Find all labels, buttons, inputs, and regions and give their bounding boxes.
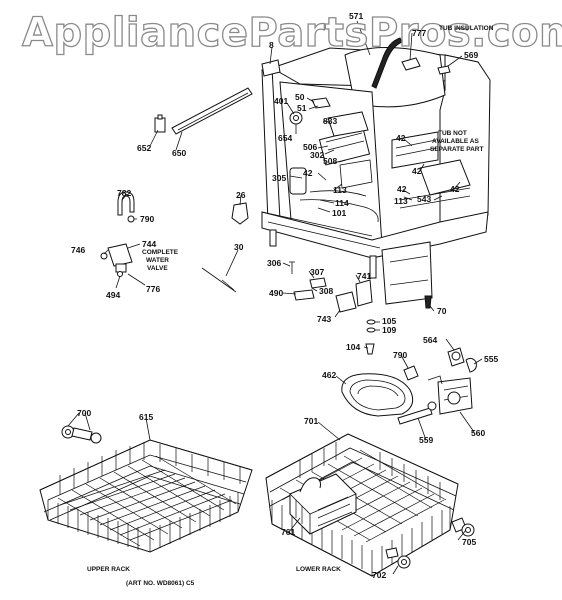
caption-art-no: (ART NO. WD8061) C5 [126,580,195,587]
caption-complete-water-valve-line1: COMPLETE [142,249,179,256]
part-label-26: 26 [236,190,246,200]
screw-70 [424,295,432,309]
silverware-basket-761 [289,473,357,535]
part-label-42d: 42 [397,184,407,194]
part-label-790b: 790 [393,350,407,360]
upper-rack [39,439,253,553]
part-label-8: 8 [269,40,274,50]
caption-complete-water-valve-line2: WATER [146,257,169,264]
caption-tub: TUB INSULATION [439,25,494,32]
part-label-302: 302 [310,150,324,160]
tub-assembly [261,37,491,305]
part-label-776: 776 [146,284,160,294]
part-numbers: 571 777 569 8 401 50 51 833 654 506 302 … [71,11,498,580]
part-label-508: 508 [323,156,337,166]
part-label-101: 101 [332,208,346,218]
roller-702 [385,547,411,569]
door-seal-strip [171,87,253,135]
part-label-30: 30 [234,242,244,252]
clip-652 [154,114,166,133]
part-label-743: 743 [317,314,331,324]
part-label-70: 70 [437,306,447,316]
part-label-50: 50 [295,92,305,102]
part-label-42b: 42 [412,166,422,176]
caption-tub-not-available-line2: AVAILABLE AS [432,138,479,145]
part-label-777: 777 [412,28,426,38]
part-label-305: 305 [272,173,286,183]
bracket-307 [309,277,327,289]
part-label-109: 109 [382,325,396,335]
part-label-833: 833 [323,116,337,126]
part-label-652: 652 [137,143,151,153]
part-label-494: 494 [106,290,120,300]
screw-306 [289,261,295,274]
nut-790-left [127,215,135,223]
bracket-490 [293,289,315,301]
part-label-790a: 790 [140,214,154,224]
part-label-308: 308 [319,286,333,296]
washer-105 [366,319,376,325]
part-label-741: 741 [357,271,371,281]
part-label-571: 571 [349,11,363,21]
rod-30 [201,267,237,293]
washer-109 [366,327,376,333]
part-label-42a: 42 [396,133,406,143]
caption-tub-not-available-line3: SEPARATE PART [430,146,483,153]
caption-tub-not-available-line1: TUB NOT [438,130,467,137]
part-label-555: 555 [484,354,498,364]
pump-assembly [341,347,477,425]
hose-782 [117,191,135,216]
module-743 [335,291,357,313]
caption-upper-rack: UPPER RACK [87,566,130,573]
part-label-761: 761 [281,527,295,537]
part-label-654: 654 [278,133,292,143]
part-label-744: 744 [142,239,156,249]
roller-700 [61,425,102,444]
part-label-42e: 42 [450,184,460,194]
part-label-113a: 113 [333,185,347,195]
part-label-104: 104 [346,342,360,352]
part-label-702: 702 [372,570,386,580]
part-label-650: 650 [172,148,186,158]
captions: TUB INSULATION TUB NOT AVAILABLE AS SEPA… [87,25,494,587]
water-valve-assembly [100,243,133,277]
fitting-104 [365,343,375,355]
part-label-105: 105 [382,316,396,326]
part-label-560: 560 [471,428,485,438]
part-label-564: 564 [423,335,437,345]
part-label-306: 306 [267,258,281,268]
part-label-782: 782 [117,188,131,198]
part-label-42c: 42 [303,168,313,178]
part-label-705: 705 [462,537,476,547]
part-label-700: 700 [77,408,91,418]
part-label-114: 114 [335,198,349,208]
part-label-701: 701 [304,416,318,426]
part-label-615: 615 [139,412,153,422]
switch-741 [355,279,373,307]
caption-lower-rack: LOWER RACK [296,566,341,573]
part-label-51: 51 [297,103,307,113]
part-label-559: 559 [419,435,433,445]
bracket-26 [231,202,249,225]
part-label-543: 543 [417,194,431,204]
part-label-506: 506 [303,142,317,152]
part-label-307: 307 [310,267,324,277]
watermark-text: AppliancePartsPros.com [22,10,562,56]
part-label-401: 401 [274,96,288,106]
part-label-490: 490 [269,288,283,298]
part-label-113b: 113 [394,196,408,206]
roller-705 [451,517,475,537]
caption-complete-water-valve-line3: VALVE [147,265,168,272]
part-label-462: 462 [322,370,336,380]
part-label-569: 569 [464,50,478,60]
part-label-746: 746 [71,245,85,255]
leader-lines [67,20,483,575]
